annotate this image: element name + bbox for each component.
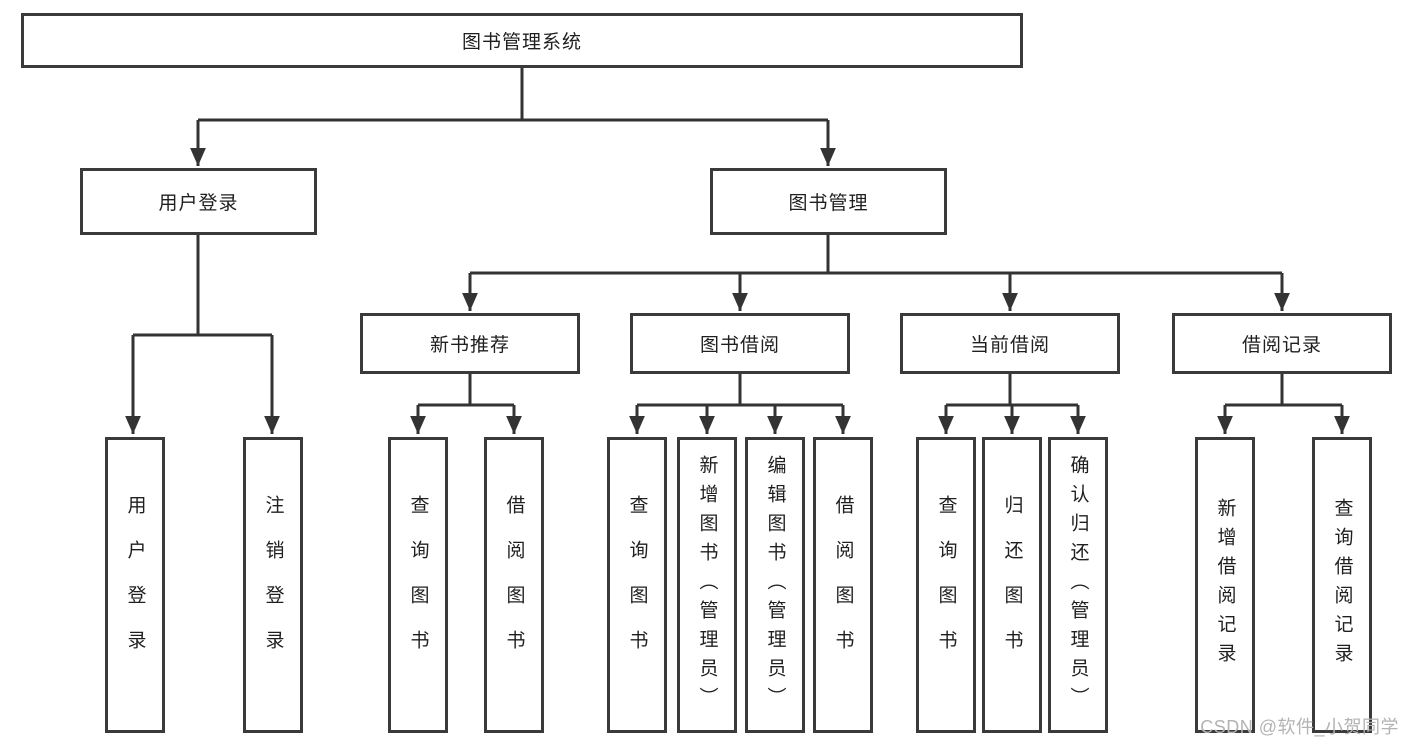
node-label: 图书管理系统	[461, 32, 582, 53]
leaf-query-books-borrow: 查询图书	[607, 437, 667, 733]
leaf-query-borrow-record: 查询借阅记录	[1312, 437, 1372, 733]
node-new-book-recommendation: 新书推荐	[360, 313, 580, 374]
leaf-user-login: 用户登录	[105, 437, 165, 733]
node-current-borrowing: 当前借阅	[900, 313, 1120, 374]
leaf-query-books-current: 查询图书	[916, 437, 976, 733]
node-library-management-system: 图书管理系统	[21, 13, 1023, 68]
node-label: 用户登录	[158, 193, 239, 214]
node-label: 新书推荐	[429, 335, 510, 356]
node-label: 新增借阅记录	[1214, 498, 1236, 672]
node-label: 编辑图书（管理员）	[764, 454, 786, 716]
node-label: 注销登录	[262, 495, 284, 675]
node-label: 查询图书	[935, 495, 957, 675]
node-label: 图书管理	[788, 193, 869, 214]
node-label: 新增图书（管理员）	[696, 454, 718, 716]
node-label: 查询图书	[407, 495, 429, 675]
node-label: 确认归还（管理员）	[1067, 454, 1089, 716]
node-label: 借阅图书	[503, 495, 525, 675]
leaf-borrow-books-recommend: 借阅图书	[484, 437, 544, 733]
node-label: 查询借阅记录	[1331, 498, 1353, 672]
leaf-add-book-admin: 新增图书（管理员）	[677, 437, 737, 733]
leaf-borrow-books-borrow: 借阅图书	[813, 437, 873, 733]
csdn-watermark: CSDN @软件_小贺同学	[1200, 717, 1399, 737]
node-label: 当前借阅	[969, 335, 1050, 356]
node-borrowing-records: 借阅记录	[1172, 313, 1392, 374]
leaf-logout: 注销登录	[243, 437, 303, 733]
leaf-confirm-return-admin: 确认归还（管理员）	[1048, 437, 1108, 733]
leaf-edit-book-admin: 编辑图书（管理员）	[745, 437, 805, 733]
node-label: 查询图书	[626, 495, 648, 675]
node-label: 借阅图书	[832, 495, 854, 675]
node-label: 用户登录	[124, 495, 146, 675]
node-user-login: 用户登录	[80, 168, 317, 235]
node-label: 借阅记录	[1241, 335, 1322, 356]
node-label: 图书借阅	[699, 335, 780, 356]
node-label: 归还图书	[1001, 495, 1023, 675]
node-book-management: 图书管理	[710, 168, 947, 235]
leaf-return-book: 归还图书	[982, 437, 1042, 733]
leaf-query-books-recommend: 查询图书	[388, 437, 448, 733]
leaf-add-borrow-record: 新增借阅记录	[1195, 437, 1255, 733]
node-book-borrowing: 图书借阅	[630, 313, 850, 374]
